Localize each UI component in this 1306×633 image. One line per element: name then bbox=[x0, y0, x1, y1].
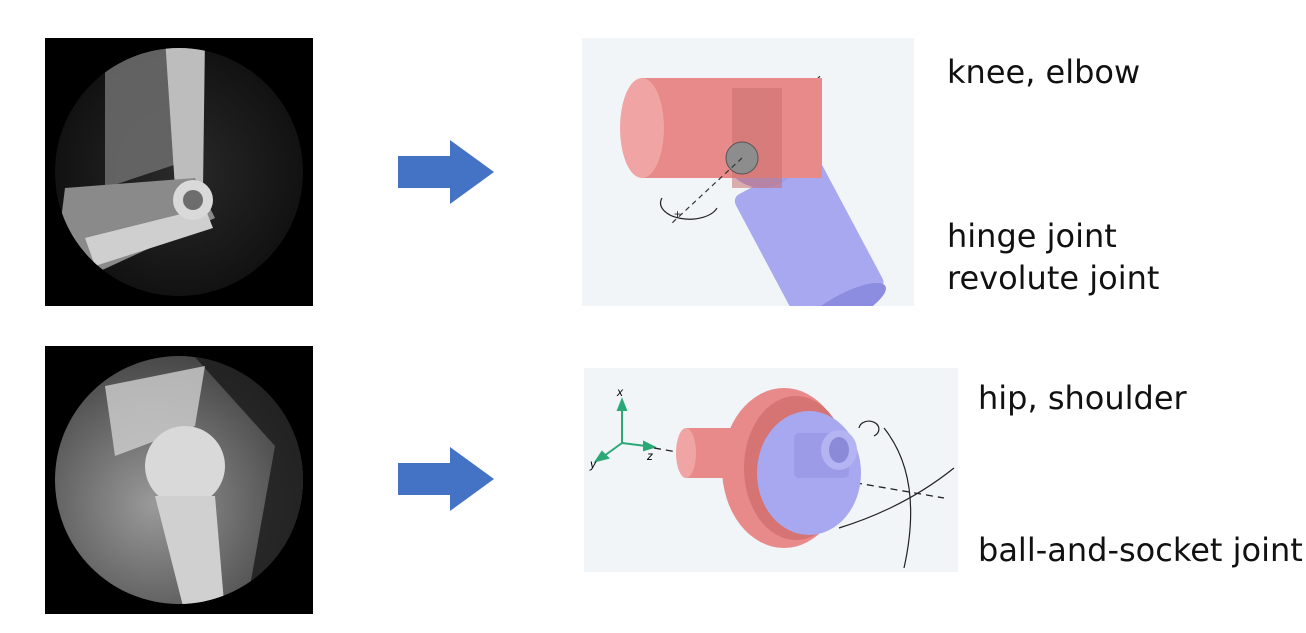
joint-type-label: ball-and-socket joint bbox=[978, 531, 1303, 569]
joint-type-alt-label: revolute joint bbox=[947, 259, 1160, 297]
hinge-joint-model-icon: + bbox=[620, 73, 886, 306]
ball-and-socket-model-panel: x z y bbox=[584, 368, 958, 572]
joint-examples-label: hip, shoulder bbox=[978, 379, 1187, 417]
right-arrow-icon bbox=[398, 140, 494, 204]
svg-text:+: + bbox=[674, 207, 681, 221]
hinge-joint-model-panel: + bbox=[582, 38, 914, 306]
y-axis-label: y bbox=[589, 457, 597, 471]
right-arrow-icon bbox=[398, 447, 494, 511]
shoulder-xray-panel bbox=[45, 346, 313, 614]
z-axis-label: z bbox=[646, 449, 653, 463]
joint-examples-label: knee, elbow bbox=[947, 53, 1141, 91]
elbow-xray-panel bbox=[45, 38, 313, 306]
ball-and-socket-model-icon: x z y bbox=[589, 385, 955, 569]
elbow-xray-icon bbox=[55, 48, 303, 296]
x-axis-label: x bbox=[616, 385, 624, 399]
joint-type-label: hinge joint bbox=[947, 217, 1117, 255]
shoulder-xray-icon bbox=[55, 356, 303, 604]
